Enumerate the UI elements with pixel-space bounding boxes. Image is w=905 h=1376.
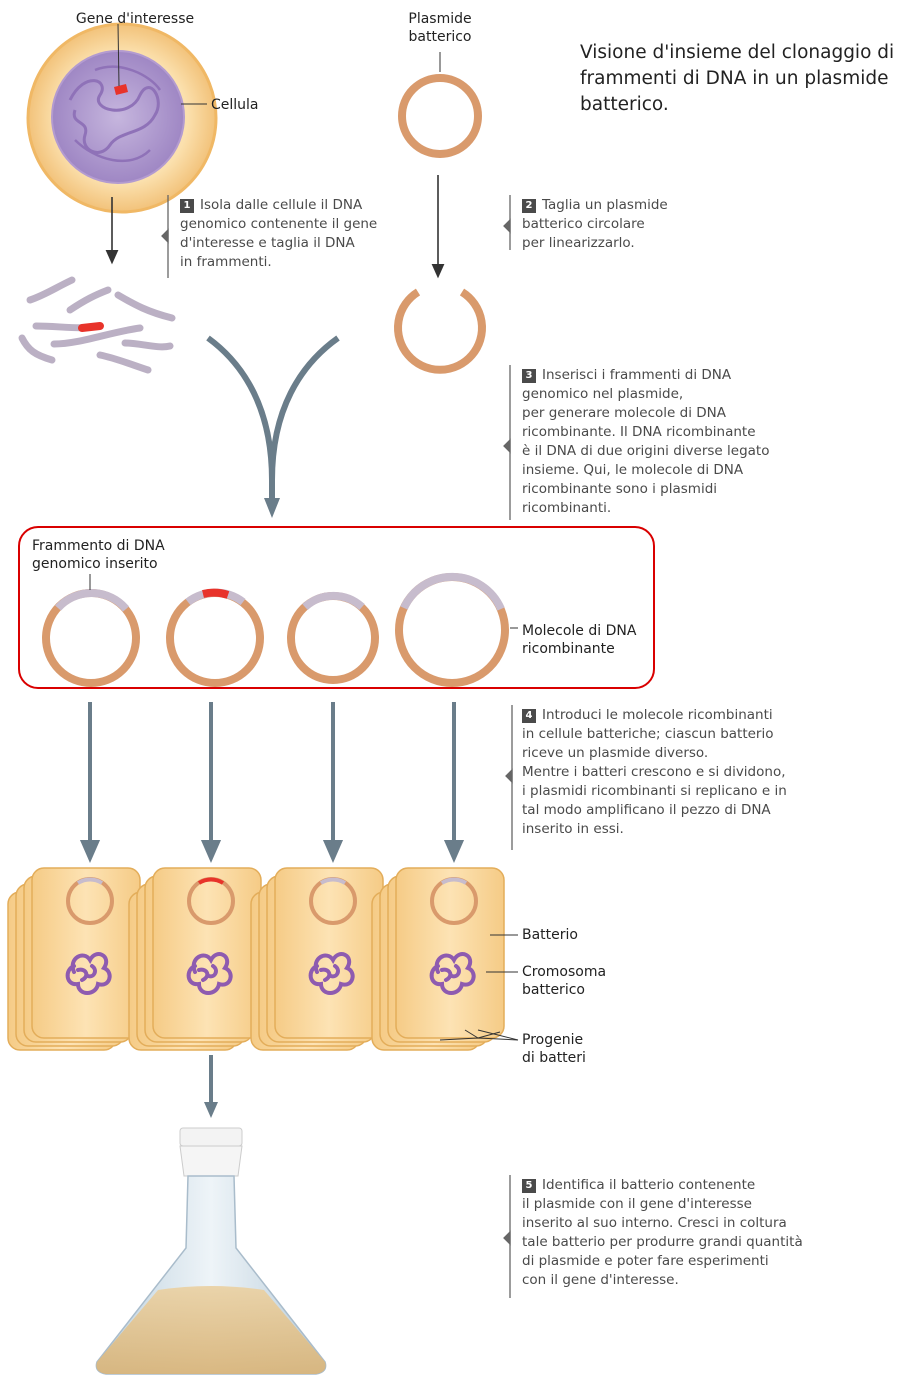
step-1-number: 1 bbox=[180, 199, 194, 213]
linear-plasmid bbox=[398, 292, 482, 370]
cell-label: Cellula bbox=[211, 96, 259, 114]
bacterium-label: Batterio bbox=[522, 926, 578, 944]
step-3-number: 3 bbox=[522, 369, 536, 383]
step-1-text: Isola dalle cellule il DNA genomico cont… bbox=[180, 197, 377, 270]
molecules-label: Molecole di DNA ricombinante bbox=[522, 622, 636, 658]
chromosome-label: Cromosoma batterico bbox=[522, 963, 606, 999]
bacterium-cell bbox=[153, 868, 261, 1038]
step-4-number: 4 bbox=[522, 709, 536, 723]
cell bbox=[28, 24, 216, 212]
diagram-title: Visione d'insieme del clonaggio di framm… bbox=[580, 40, 902, 118]
step-2-number: 2 bbox=[522, 199, 536, 213]
step-2-text: Taglia un plasmide batterico circolare p… bbox=[522, 197, 668, 251]
bacterium-cell bbox=[275, 868, 383, 1038]
bacteria-stack bbox=[129, 868, 261, 1050]
bacterium-cell bbox=[396, 868, 504, 1038]
step-4-text: Introduci le molecole ricombinanti in ce… bbox=[522, 707, 787, 837]
fragment-label: Frammento di DNA genomico inserito bbox=[32, 537, 165, 573]
bacteria-stack bbox=[251, 868, 383, 1050]
bacteria-stack bbox=[8, 868, 140, 1050]
gene-label: Gene d'interesse bbox=[50, 10, 220, 28]
plasmid-circle bbox=[402, 78, 478, 154]
plasmid-label: Plasmide batterico bbox=[385, 10, 495, 46]
culture-flask bbox=[96, 1128, 325, 1374]
nucleus bbox=[52, 51, 184, 183]
bacteria-stack bbox=[372, 868, 504, 1050]
step-5-text: Identifica il batterio contenente il pla… bbox=[522, 1177, 803, 1288]
bacterium-cell bbox=[32, 868, 140, 1038]
step-3-text: Inserisci i frammenti di DNA genomico ne… bbox=[522, 367, 769, 516]
bacteria-stacks bbox=[8, 868, 504, 1050]
progeny-label: Progenie di batteri bbox=[522, 1031, 586, 1067]
step-5-number: 5 bbox=[522, 1179, 536, 1193]
